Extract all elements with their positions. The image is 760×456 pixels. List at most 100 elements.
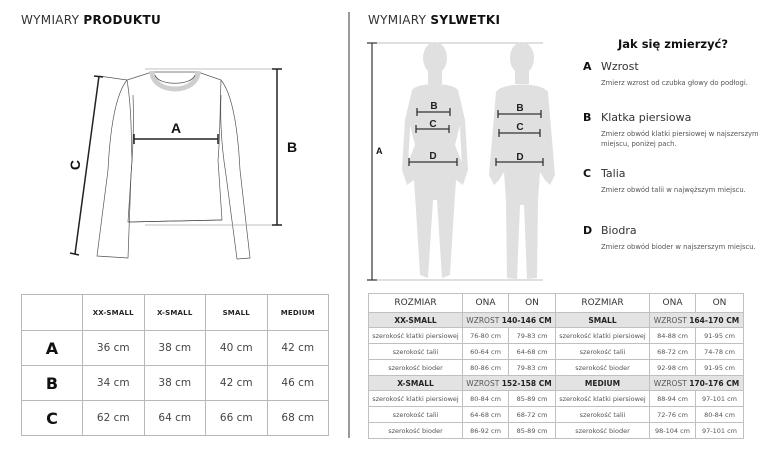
cell: 97-101 cm <box>695 390 744 407</box>
howto-name: Talia <box>601 167 626 180</box>
measure-label: szerokość bioder <box>555 422 650 439</box>
measure-label: szerokość klatki piersiowej <box>555 327 650 344</box>
table-row: A 36 cm 38 cm 40 cm 42 cm <box>21 330 329 366</box>
cell: 38 cm <box>143 330 206 366</box>
row-label: B <box>21 365 83 401</box>
label-c: C <box>67 160 83 170</box>
col-header-on: ON <box>508 293 556 313</box>
body-table-header: ROZMIAR ONA ON ROZMIAR ONA ON <box>368 293 744 313</box>
col-header: MEDIUM <box>266 294 329 331</box>
section-divider <box>348 12 350 438</box>
female-label-d: D <box>429 151 436 162</box>
measure-label: szerokość klatki piersiowej <box>368 327 463 344</box>
col-header-ona: ONA <box>462 293 509 313</box>
measure-label: szerokość talii <box>368 406 463 423</box>
product-section-title: WYMIARY PRODUKTU <box>21 13 161 27</box>
cell: 46 cm <box>266 365 329 401</box>
howto-name: Biodra <box>601 224 637 237</box>
male-label-d: D <box>516 152 523 163</box>
silhouette-title-bold: SYLWETKI <box>430 13 501 27</box>
col-header: XX-SMALL <box>82 294 145 331</box>
product-diagram: A B C <box>67 68 297 260</box>
howto-letter: C <box>583 167 592 180</box>
col-header: X-SMALL <box>143 294 206 331</box>
cell: 98-104 cm <box>649 422 696 439</box>
cell: 80-84 cm <box>695 406 744 423</box>
cell: 64-68 cm <box>462 406 509 423</box>
cell: 91-95 cm <box>695 327 744 344</box>
measure-label: szerokość bioder <box>555 359 650 376</box>
silhouette-title-light: WYMIARY <box>368 13 431 27</box>
cell: 80-86 cm <box>462 359 509 376</box>
size-name: XX-SMALL <box>368 312 463 328</box>
table-row: szerokość bioder 80-86 cm 79-83 cm szero… <box>368 359 744 376</box>
cell: 62 cm <box>82 400 145 436</box>
row-label: C <box>21 400 83 436</box>
size-height: WZROST 164-170 CM <box>649 312 744 328</box>
silhouette-section-title: WYMIARY SYLWETKI <box>368 13 500 27</box>
cell: 72-76 cm <box>649 406 696 423</box>
cell: 38 cm <box>143 365 206 401</box>
size-name: X-SMALL <box>368 375 463 391</box>
howto-name: Wzrost <box>601 60 639 73</box>
table-row: szerokość bioder 86-92 cm 85-89 cm szero… <box>368 422 744 439</box>
size-name: MEDIUM <box>555 375 650 391</box>
label-a: A <box>171 120 181 136</box>
silhouette-diagram: A B C D B C D <box>367 42 555 281</box>
cell: 68-72 cm <box>508 406 556 423</box>
howto-desc: Zmierz obwód talii w najwęższym miejscu. <box>601 186 746 194</box>
cell: 42 cm <box>266 330 329 366</box>
howto-letter: D <box>583 224 593 237</box>
table-row: szerokość talii 64-68 cm 68-72 cm szerok… <box>368 406 744 423</box>
cell: 42 cm <box>205 365 268 401</box>
male-label-b: B <box>516 103 523 114</box>
cell: 97-101 cm <box>695 422 744 439</box>
cell: 79-83 cm <box>508 359 556 376</box>
row-label: A <box>21 330 83 366</box>
collar <box>149 70 201 92</box>
size-height: WZROST 152-158 CM <box>462 375 556 391</box>
cell: 84-88 cm <box>649 327 696 344</box>
measure-label: szerokość talii <box>368 343 463 360</box>
product-title-bold: PRODUKTU <box>83 13 161 27</box>
female-silhouette <box>402 42 468 278</box>
cell: 86-92 cm <box>462 422 509 439</box>
table-row: C 62 cm 64 cm 66 cm 68 cm <box>21 400 329 436</box>
howto-desc: Zmierz obwód bioder w najszerszym miejsc… <box>601 243 756 251</box>
cell: 74-78 cm <box>695 343 744 360</box>
body-size-table: ROZMIAR ONA ON ROZMIAR ONA ON XX-SMALL W… <box>368 293 744 439</box>
cell: 80-84 cm <box>462 390 509 407</box>
table-row: szerokość talii 60-64 cm 64-68 cm szerok… <box>368 343 744 360</box>
cell: 68-72 cm <box>649 343 696 360</box>
size-name: SMALL <box>555 312 650 328</box>
measure-label: szerokość talii <box>555 343 650 360</box>
measure-label: szerokość klatki piersiowej <box>368 390 463 407</box>
cell: 64 cm <box>143 400 206 436</box>
label-b: B <box>287 139 297 155</box>
table-row: B 34 cm 38 cm 42 cm 46 cm <box>21 365 329 401</box>
product-table-header: XX-SMALL X-SMALL SMALL MEDIUM <box>21 294 329 331</box>
size-row: X-SMALL WZROST 152-158 CM MEDIUM WZROST … <box>368 375 744 391</box>
cell: 34 cm <box>82 365 145 401</box>
cell: 40 cm <box>205 330 268 366</box>
cell: 36 cm <box>82 330 145 366</box>
cell: 92-98 cm <box>649 359 696 376</box>
table-row: szerokość klatki piersiowej 80-84 cm 85-… <box>368 390 744 407</box>
measure-label: szerokość talii <box>555 406 650 423</box>
col-header-on: ON <box>695 293 744 313</box>
howto-desc: Zmierz obwód klatki piersiowej w najszer… <box>601 130 759 148</box>
cell: 85-89 cm <box>508 422 556 439</box>
female-label-b: B <box>430 101 437 112</box>
female-label-c: C <box>429 119 436 130</box>
cell: 76-80 cm <box>462 327 509 344</box>
cell: 68 cm <box>266 400 329 436</box>
male-label-c: C <box>516 122 523 133</box>
cell: 64-68 cm <box>508 343 556 360</box>
howto-title: Jak się zmierzyć? <box>618 37 729 51</box>
product-size-table: XX-SMALL X-SMALL SMALL MEDIUM A 36 cm 38… <box>21 294 329 436</box>
size-height: WZROST 140-146 CM <box>462 312 556 328</box>
col-header-size: ROZMIAR <box>368 293 463 313</box>
empty-corner-cell <box>21 294 83 331</box>
cell: 60-64 cm <box>462 343 509 360</box>
size-row: XX-SMALL WZROST 140-146 CM SMALL WZROST … <box>368 312 744 328</box>
